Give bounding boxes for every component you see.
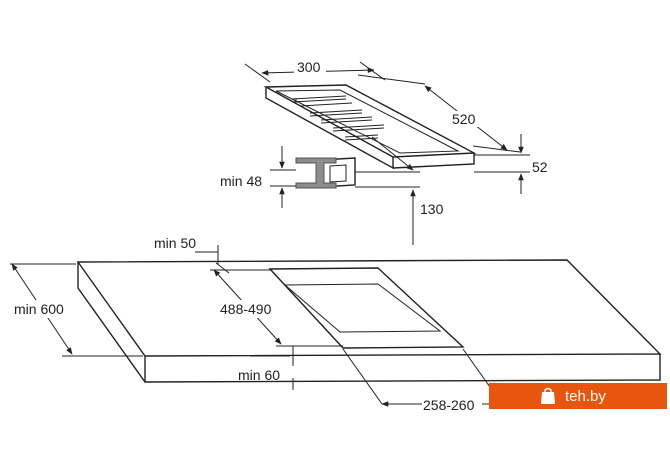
dimension-52: 52 — [474, 134, 548, 194]
dimension-min-50: min 50 — [154, 235, 230, 274]
dimension-520: 520 — [357, 74, 521, 153]
worktop — [76, 259, 662, 383]
label-130: 130 — [420, 201, 444, 217]
shopping-bag-icon — [533, 383, 563, 409]
dimension-min-60: min 60 — [238, 346, 294, 390]
label-min-60: min 60 — [238, 367, 280, 383]
dimension-300: 300 — [244, 59, 386, 83]
label-52: 52 — [532, 159, 548, 175]
label-520: 520 — [452, 111, 476, 127]
label-min-50: min 50 — [154, 235, 196, 251]
dimension-min-48: min 48 — [220, 146, 296, 208]
watermark-text: teh.by — [565, 387, 606, 405]
watermark-badge: teh.by — [489, 383, 667, 409]
hob-unit — [263, 84, 477, 188]
mounting-bracket — [295, 157, 337, 189]
dimension-min-600: min 600 — [10, 263, 143, 357]
label-min-600: min 600 — [14, 301, 64, 317]
dimension-488-490: 488-490 — [210, 269, 343, 347]
label-300: 300 — [297, 59, 321, 75]
dimension-130: 130 — [355, 136, 444, 245]
dimension-258-260: 258-260 — [342, 348, 506, 414]
label-258-260: 258-260 — [423, 397, 475, 413]
label-488-490: 488-490 — [220, 301, 272, 317]
label-min-48: min 48 — [220, 173, 262, 189]
